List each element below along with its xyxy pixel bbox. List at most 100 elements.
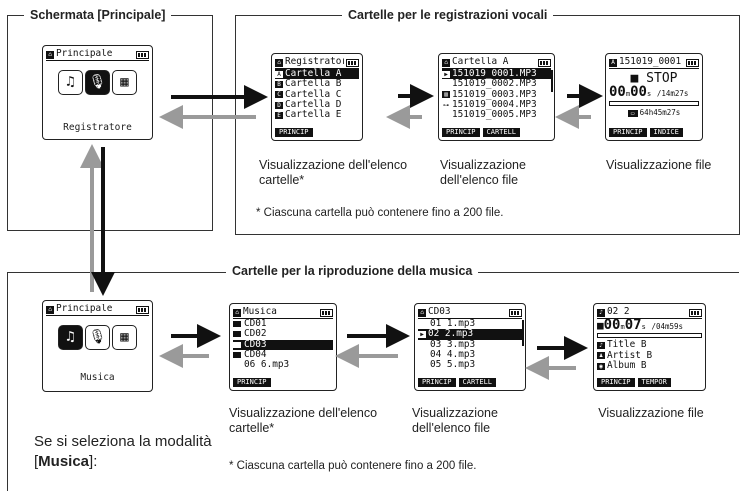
folder-letter-icon: C	[275, 91, 283, 99]
home-icon: ⌂	[442, 58, 450, 67]
calendar-icon[interactable]: ▦	[112, 325, 137, 350]
list-item: ♟Artist B	[597, 350, 702, 361]
progress-bar[interactable]	[597, 333, 702, 339]
music-player-screen[interactable]: ♪02 2 ■00m07s /04m59s ♪Title B ♟Artist B…	[593, 303, 706, 391]
home-voice-screen[interactable]: ⌂Principale ♫ 🎙 ▦ Registratore	[42, 45, 153, 140]
music-mode-text: Se si seleziona la modalità [Musica]:	[34, 433, 212, 470]
scrollbar[interactable]	[522, 320, 524, 346]
softkey-principale[interactable]: PRINCIP	[597, 378, 635, 387]
battery-icon	[136, 50, 149, 59]
list-item: ♪Title B	[597, 339, 702, 350]
softkey-cartelle[interactable]: CARTELL	[458, 378, 497, 387]
folder-icon	[233, 352, 241, 359]
battery-icon	[346, 58, 359, 67]
music-note-icon[interactable]: ♫	[58, 325, 83, 350]
battery-icon	[689, 308, 702, 317]
elapsed-seconds: 00	[630, 84, 647, 100]
list-item[interactable]: 03 3.mp3	[430, 338, 476, 350]
voice-player-title: 151019_0001	[619, 57, 682, 68]
list-item[interactable]: 04 4.mp3	[430, 348, 476, 360]
list-item[interactable]: CD03	[233, 339, 333, 350]
home-music-screen[interactable]: ⌂Principale ♫ 🎙 ▦ Musica	[42, 300, 153, 392]
list-item[interactable]: ⊶151019_0004.MP3	[442, 98, 537, 110]
stop-icon: ■	[630, 71, 639, 86]
progress-bar[interactable]	[609, 101, 699, 107]
list-item[interactable]: ▶02 2.mp3	[418, 328, 522, 340]
home-icon: ⌂	[233, 308, 241, 317]
index-mark-icon: ▥	[442, 91, 450, 99]
music-files-title: CD03	[428, 307, 451, 318]
music-file-list-screen[interactable]: ⌂CD03 01 1.mp3 ▶02 2.mp3 03 3.mp3 04 4.m…	[414, 303, 526, 391]
softkey-principale[interactable]: PRINCIP	[275, 128, 313, 137]
stop-icon: ■	[597, 319, 604, 332]
softkey-principale[interactable]: PRINCIP	[609, 128, 647, 137]
lock-icon: ⊶	[442, 101, 450, 109]
folder-letter-icon: E	[275, 111, 283, 119]
calendar-icon[interactable]: ▦	[112, 70, 137, 95]
softkey-cartelle[interactable]: CARTELL	[482, 128, 521, 137]
artist-icon: ♟	[597, 352, 605, 360]
battery-icon	[320, 308, 333, 317]
voice-folders-title: Registratore	[285, 57, 344, 68]
battery-icon	[538, 58, 551, 67]
softkey-indice[interactable]: INDICE	[649, 128, 683, 137]
list-item[interactable]: CD01	[233, 318, 333, 329]
list-item[interactable]: ▥151019_0003.MP3	[442, 89, 551, 100]
voice-file-list-screen[interactable]: ⌂Cartella A ▶151019_0001.MP3 151019_0002…	[438, 53, 555, 141]
home-icon: ⌂	[418, 308, 426, 317]
caption-file: Visualizzazione file	[598, 406, 704, 420]
softkey-principale[interactable]: PRINCIP	[442, 128, 480, 137]
home-icon: ⌂	[46, 305, 54, 314]
music-note-icon[interactable]: ♫	[58, 70, 83, 95]
home-title: Principale	[56, 49, 113, 60]
list-item[interactable]: CD04	[233, 349, 333, 360]
elapsed-minutes: 00	[609, 84, 626, 100]
microphone-icon[interactable]: 🎙	[85, 70, 110, 95]
caption-file: Visualizzazione file	[606, 158, 712, 172]
list-item[interactable]: 06 6.mp3	[244, 359, 290, 371]
folder-icon	[233, 331, 241, 338]
caption-file-list: Visualizzazione dell'elenco file	[412, 406, 498, 435]
battery-icon	[136, 305, 149, 314]
folder-icon	[233, 341, 241, 348]
microphone-icon[interactable]: 🎙	[85, 325, 110, 350]
total-time: /04m59s	[651, 322, 684, 331]
elapsed-seconds: 07	[624, 317, 642, 333]
music-frame-title: Cartelle per la riproduzione della music…	[226, 264, 479, 278]
title-icon: ♪	[597, 341, 605, 349]
battery-icon	[686, 58, 699, 67]
softkey-tempo[interactable]: TEMPOR	[637, 378, 671, 387]
folder-letter-icon: B	[275, 80, 283, 88]
play-icon: ▶	[418, 330, 426, 338]
list-item[interactable]: 05 5.mp3	[430, 359, 476, 371]
music-file-icon: ♪	[597, 308, 605, 317]
softkey-principale[interactable]: PRINCIP	[233, 378, 271, 387]
caption-folder-list: Visualizzazione dell'elenco cartelle*	[229, 406, 378, 435]
list-item[interactable]: 151019_0005.MP3	[452, 109, 537, 121]
voice-footnote: * Ciascuna cartella può contenere fino a…	[256, 207, 504, 219]
music-footnote: * Ciascuna cartella può contenere fino a…	[229, 460, 477, 472]
memory-icon: ▭	[627, 110, 638, 118]
battery-icon	[509, 308, 522, 317]
play-icon: ▶	[442, 70, 450, 78]
list-item[interactable]: 01 1.mp3	[430, 318, 476, 329]
folder-letter-icon: A	[609, 58, 617, 67]
list-item: ◉Album B	[597, 360, 702, 371]
list-item[interactable]: ▶151019_0001.MP3	[442, 68, 551, 80]
softkey-principale[interactable]: PRINCIP	[418, 378, 456, 387]
scrollbar[interactable]	[551, 70, 553, 92]
list-item[interactable]: 151019_0002.MP3	[452, 78, 537, 90]
home-icon: ⌂	[46, 50, 54, 59]
music-folder-list-screen[interactable]: ⌂Musica CD01 CD02 CD03 CD04 06 6.mp3 PRI…	[229, 303, 337, 391]
home-frame-title: Schermata [Principale]	[24, 8, 172, 22]
home-icon: ⌂	[275, 58, 283, 67]
list-item[interactable]: CD02	[233, 328, 333, 339]
music-folders-title: Musica	[243, 307, 277, 318]
